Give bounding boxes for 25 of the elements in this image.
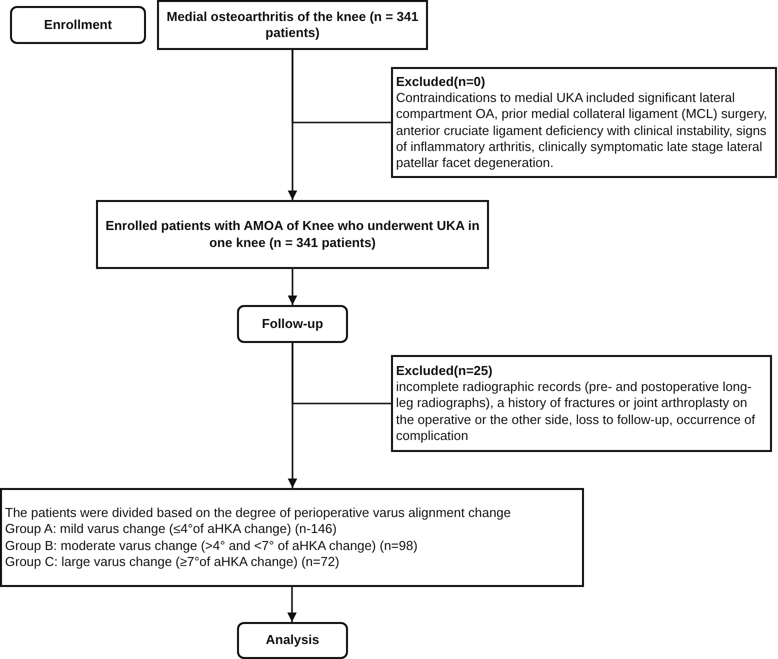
box-heading: Excluded(n=0) xyxy=(396,74,486,90)
box-text: Contraindications to medial UKA included significant lateral compartment OA, prior medial collateral ligament (MCL) surgery, anterior cruciate ligament deficiency with clinical instability, signs of inflammatory arthritis, clinically symptomatic late stage lateral patellar facet degeneration. xyxy=(396,90,768,172)
process-box xyxy=(391,355,772,452)
group-line: Group C: large varus change (≥7°of aHKA change) (n=72) xyxy=(5,554,340,570)
stage-label: Analysis xyxy=(266,632,320,649)
box-text: Enrolled patients with AMOA of Knee who underwent UKA in one knee (n = 341 patients) xyxy=(104,218,481,251)
process-box xyxy=(391,67,777,178)
process-box xyxy=(0,488,584,587)
process-box xyxy=(96,200,489,269)
rounded-box xyxy=(10,6,146,44)
group-line: Group A: mild varus change (≤4°of aHKA change) (n-146) xyxy=(5,521,338,538)
group-line: Group B: moderate varus change (>4° and <7° of aHKA change) (n=98) xyxy=(5,538,419,554)
stage-label: Enrollment xyxy=(44,16,112,34)
rounded-box xyxy=(237,305,348,343)
arrow xyxy=(288,269,298,305)
stage-label: Follow-up xyxy=(262,316,324,332)
connector-line xyxy=(292,50,391,124)
arrow xyxy=(287,587,297,622)
process-box xyxy=(157,0,428,50)
box-text: Medial osteoarthritis of the knee (n = 341 patients) xyxy=(166,8,420,42)
connector-line xyxy=(292,343,391,404)
box-text: incomplete radiographic records (pre- and postoperative long-leg radiographs), a history of fractures or joint arthroplasty on the operative or the other side, loss to follow-up, occurrence of complication xyxy=(396,379,756,444)
box-heading: The patients were divided based on the degree of perioperative varus alignment change xyxy=(5,505,512,522)
rounded-box xyxy=(237,622,348,659)
box-heading: Excluded(n=25) xyxy=(396,362,494,380)
